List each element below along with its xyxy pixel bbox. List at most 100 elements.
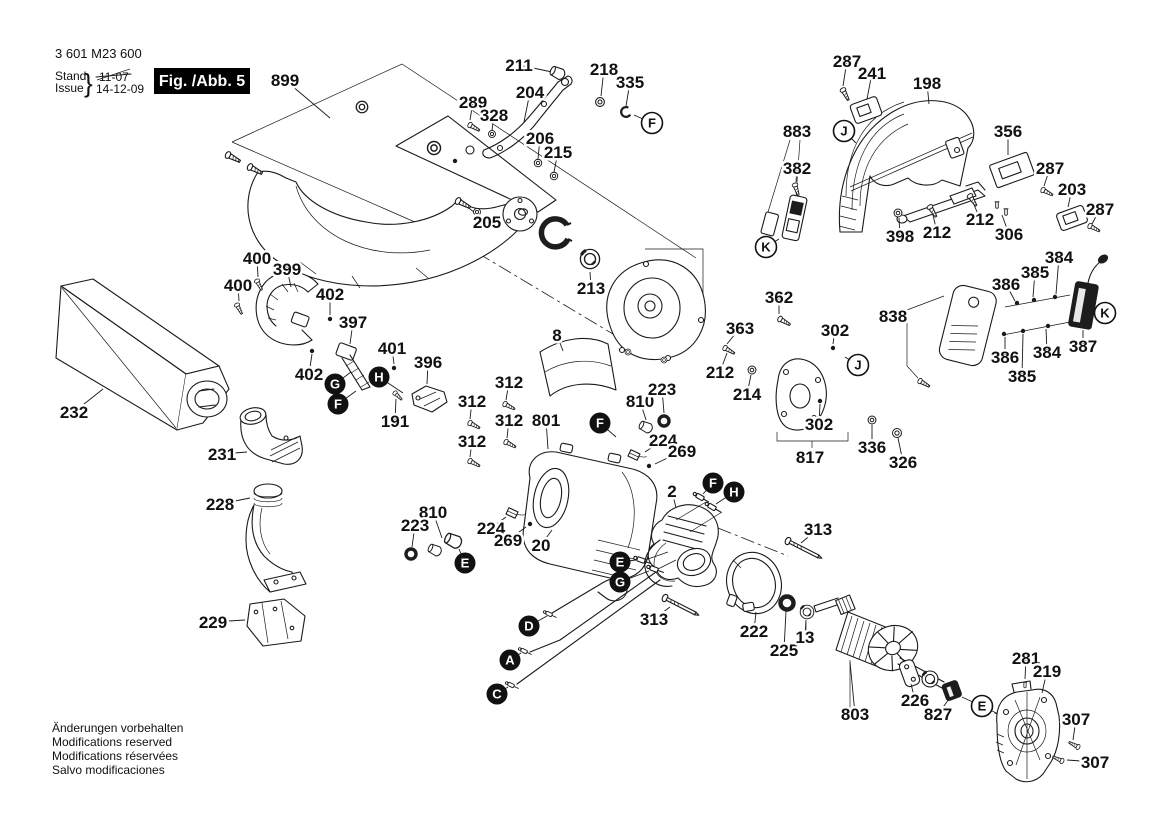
leader-line <box>469 101 474 121</box>
marker-letter-J: J <box>840 124 847 139</box>
part-198-upper-guard <box>838 100 975 233</box>
pin-glyph <box>1022 681 1028 689</box>
screw-glyph <box>223 150 243 166</box>
part-label-307: 307 <box>1081 753 1109 772</box>
leader-line <box>937 698 950 715</box>
part-label-206: 206 <box>526 129 554 148</box>
leader-line <box>1067 188 1073 208</box>
cap-glyph <box>426 542 444 558</box>
part-222-ring <box>726 551 782 615</box>
leader-line <box>1055 256 1060 295</box>
marker-circle-J <box>846 353 870 377</box>
marker-circle-D <box>518 615 540 637</box>
part-label-218: 218 <box>590 60 618 79</box>
part-label-335: 335 <box>616 73 644 92</box>
part-label-204: 204 <box>516 83 545 102</box>
part-label-328: 328 <box>480 106 508 125</box>
part-label-312: 312 <box>458 392 486 411</box>
dot-glyph <box>1031 297 1037 303</box>
dot-glyph <box>527 521 533 527</box>
part-label-211: 211 <box>505 56 532 75</box>
leader-line <box>639 400 647 421</box>
part-label-398: 398 <box>886 227 914 246</box>
stand-label: Stand <box>55 69 86 83</box>
part-label-289: 289 <box>459 93 487 112</box>
leader-line <box>1005 283 1016 302</box>
leader-line <box>556 334 564 352</box>
part-label-399: 399 <box>273 260 301 279</box>
leader-line <box>625 81 631 107</box>
part-label-307: 307 <box>1062 710 1090 729</box>
dot-glyph <box>1014 300 1020 306</box>
screw-glyph <box>466 121 482 134</box>
leader-line <box>753 611 757 632</box>
leader-lines <box>73 60 1105 763</box>
part-label-212: 212 <box>706 363 734 382</box>
marker-letter-E: E <box>978 699 987 714</box>
part-label-400: 400 <box>224 276 252 295</box>
part-label-223: 223 <box>648 380 676 399</box>
dot-glyph <box>1001 331 1007 337</box>
nut-glyph <box>624 348 632 356</box>
leader-line <box>391 347 395 365</box>
part-label-385: 385 <box>1008 367 1036 386</box>
leader-line <box>491 114 495 131</box>
leader-line <box>1024 657 1027 680</box>
part-label-400: 400 <box>243 249 271 268</box>
part-label-386: 386 <box>992 275 1020 294</box>
marker-circle-E <box>609 551 631 573</box>
screw-glyph <box>253 277 265 292</box>
part-label-302: 302 <box>805 415 833 434</box>
leader-line <box>432 511 443 539</box>
screw-glyph <box>776 314 792 328</box>
pin-glyph <box>994 201 1000 209</box>
leader-line <box>237 284 240 302</box>
screw-glyph <box>501 400 517 413</box>
part-232-dust-box <box>55 278 230 431</box>
part-label-205: 205 <box>473 213 501 232</box>
marker-circle-C <box>486 683 508 705</box>
marker-letter-F: F <box>334 397 342 412</box>
marker-letter-A: A <box>505 653 515 668</box>
part-label-306: 306 <box>995 225 1023 244</box>
leader-line <box>1091 208 1101 225</box>
leader-line <box>221 451 248 455</box>
leader-line <box>537 137 541 160</box>
marker-letter-D: D <box>524 619 533 634</box>
leader-line <box>518 64 553 73</box>
footer-line-de: Änderungen vorbehalten <box>52 721 183 735</box>
part-label-287: 287 <box>1086 200 1114 219</box>
part-label-224: 224 <box>477 519 506 538</box>
marker-circle-K <box>754 235 778 259</box>
leader-line <box>212 619 246 623</box>
leader-line <box>1041 670 1048 694</box>
marker-circle-H <box>723 481 745 503</box>
footer-line-en: Modifications reserved <box>52 735 172 749</box>
part-label-386: 386 <box>991 348 1019 367</box>
terminal-glyph <box>504 680 520 691</box>
screw-glyph <box>838 86 852 103</box>
part-838-cover <box>906 284 997 379</box>
leader-line <box>507 526 527 541</box>
part-label-241: 241 <box>858 64 886 83</box>
brush-glyph <box>505 506 526 522</box>
screw-glyph <box>1051 753 1066 765</box>
marker-letter-K: K <box>761 240 771 255</box>
washer-glyph <box>867 415 877 425</box>
part-label-396: 396 <box>414 353 442 372</box>
marker-circle-E <box>970 694 994 718</box>
part-label-827: 827 <box>924 705 952 724</box>
leader-line <box>783 610 787 651</box>
washer-glyph <box>549 171 559 181</box>
part-label-402: 402 <box>295 365 323 384</box>
part-204-lever <box>482 75 573 159</box>
part-label-401: 401 <box>378 339 406 358</box>
part-398-arm <box>896 181 986 224</box>
screw-glyph <box>502 438 518 451</box>
leader-line <box>671 490 677 509</box>
leader-line <box>661 388 665 414</box>
dot-glyph <box>1045 323 1051 329</box>
